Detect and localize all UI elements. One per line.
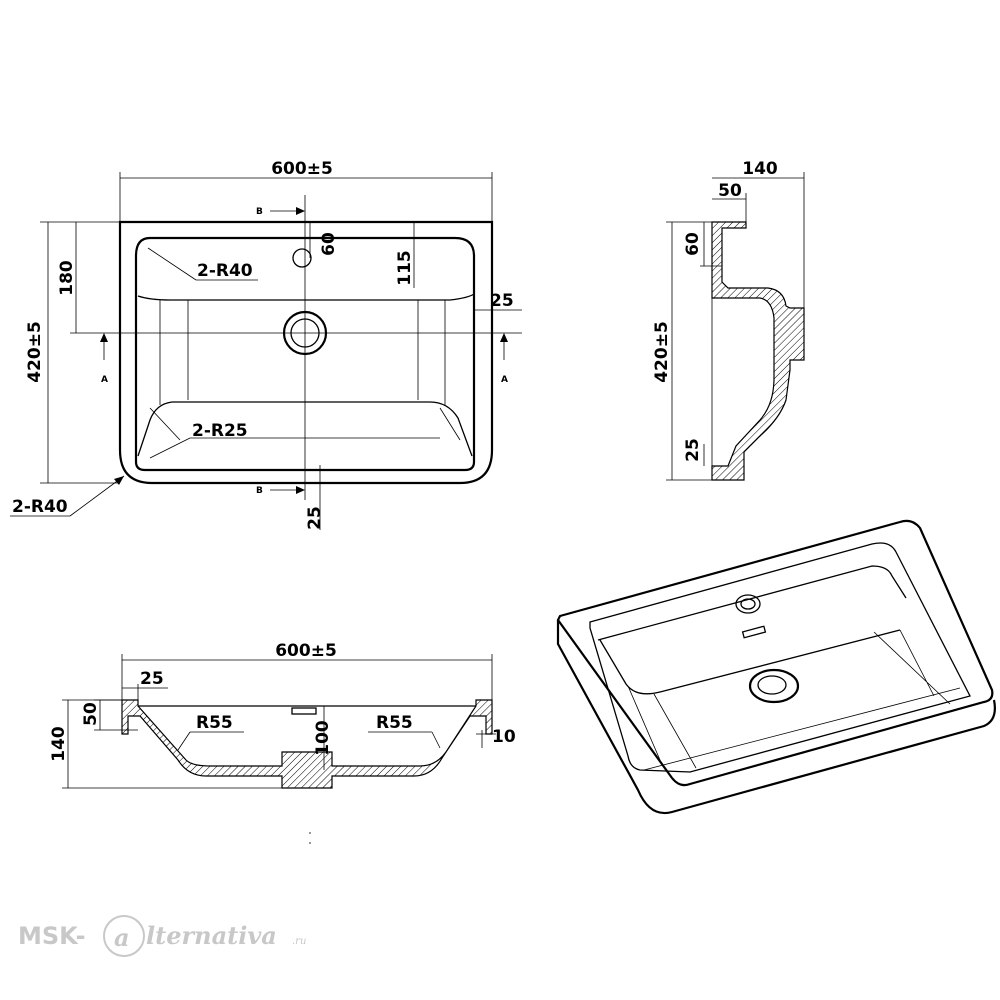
watermark-letter: a	[114, 923, 130, 952]
r40-outer-arrow	[114, 476, 124, 485]
dim-60-label: 60	[319, 232, 339, 256]
watermark-ring	[103, 915, 145, 957]
basin-outer-outline	[118, 220, 494, 485]
dim-115-label: 115	[395, 250, 415, 286]
iso-overflow-slot	[741, 625, 767, 639]
iso-drain-inner	[757, 675, 787, 695]
r40-outer-leader	[69, 475, 125, 517]
section-a-right-label: A	[501, 375, 508, 385]
r40-inner-leader	[147, 247, 197, 281]
section-a-left-label: A	[101, 375, 108, 385]
iso-outer-top	[556, 519, 994, 787]
isometric-view	[556, 519, 996, 815]
front-50-label: 50	[81, 702, 101, 726]
iso-outer-front	[556, 620, 996, 815]
iso-drain-outer	[748, 668, 800, 704]
front-section: 600±5 25 50 140 R55 R55 100 10	[49, 641, 516, 844]
side-25-label: 25	[683, 438, 703, 462]
iso-bowl-front-edge	[643, 687, 961, 771]
dim-25-right-label: 25	[490, 291, 514, 311]
iso-tap-hole-inner	[740, 598, 756, 610]
front-600-label: 600±5	[275, 641, 337, 661]
width-label: 600±5	[271, 159, 333, 179]
iso-ledge-front	[599, 629, 901, 695]
watermark-prefix: MSK-	[18, 922, 86, 950]
r40-outer-label: 2-R40	[12, 497, 68, 517]
iso-back-ledge	[597, 565, 907, 641]
front-140-label: 140	[49, 726, 69, 762]
front-section-profile	[121, 699, 493, 789]
dim-25-bottom-label: 25	[305, 506, 325, 530]
r55-right-label: R55	[376, 713, 413, 733]
r40-inner-label: 2-R40	[197, 261, 253, 281]
section-b-top-arrow	[296, 207, 305, 215]
section-a-right-arrow	[500, 333, 508, 342]
front-10-label: 10	[492, 727, 516, 747]
depth-label: 420±5	[25, 321, 45, 383]
watermark-rest: lternativa	[146, 921, 277, 950]
side-140-label: 140	[742, 159, 778, 179]
r25-label: 2-R25	[192, 421, 248, 441]
r55-left-leader	[177, 731, 191, 751]
section-b-bottom-arrow	[296, 486, 305, 494]
overflow-slot	[291, 707, 317, 715]
iso-bowl-floor	[627, 629, 951, 769]
r55-left-label: R55	[196, 713, 233, 733]
side-wall-profile	[711, 221, 805, 481]
r25-leader	[149, 437, 191, 459]
front-100-label: 100	[313, 720, 333, 756]
side-60-label: 60	[683, 232, 703, 256]
side-420-label: 420±5	[652, 321, 672, 383]
side-50-label: 50	[718, 181, 742, 201]
watermark-suffix: .ru	[292, 936, 306, 947]
side-view: 140 50 60 420±5 25	[652, 159, 805, 481]
iso-bowl-rim	[589, 542, 971, 773]
bowl-floor-rim	[172, 401, 473, 457]
r55-right-leader	[431, 731, 441, 749]
corner-line-left	[149, 407, 181, 441]
section-b-bottom-label: B	[256, 486, 263, 496]
top-view: 600±5 420±5 180 60 115 25 25 2-R40 2-R25	[10, 159, 522, 530]
section-a-left-arrow	[100, 333, 108, 342]
bowl-inner-outline	[134, 236, 476, 472]
dim-180-label: 180	[57, 260, 77, 296]
corner-line-right	[439, 407, 461, 441]
tap-hole	[292, 248, 312, 268]
bowl-floor-rim-left	[137, 401, 173, 457]
bowl-floor	[137, 293, 475, 301]
front-25-label: 25	[140, 669, 164, 689]
section-b-top-label: B	[256, 207, 263, 217]
watermark: MSK- a lternativa .ru	[18, 915, 306, 957]
iso-tap-hole	[735, 594, 761, 614]
